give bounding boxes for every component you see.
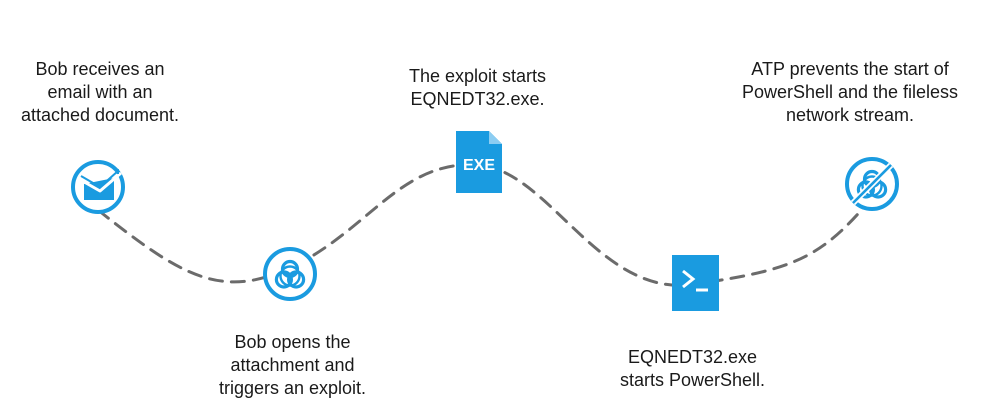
step-ps-label: EQNEDT32.exe starts PowerShell.: [585, 346, 800, 392]
exe-file-icon: EXE: [456, 131, 502, 193]
envelope-icon: [71, 160, 125, 214]
step-exe-line-2: EQNEDT32.exe.: [410, 89, 545, 109]
blocked-biohazard-icon: [845, 157, 899, 211]
exe-file-label: EXE: [463, 157, 495, 174]
step-exe-line-1: The exploit starts: [408, 66, 547, 86]
step-atp-line-3: network stream.: [785, 105, 915, 125]
step-email-line-2: email with an: [47, 82, 153, 102]
step-ps-line-2: starts PowerShell.: [619, 370, 766, 390]
step-open-label: Bob opens the attachment and triggers an…: [185, 331, 400, 400]
step-atp-label: ATP prevents the start of PowerShell and…: [735, 58, 965, 127]
step-exe-label: The exploit starts EQNEDT32.exe.: [385, 65, 570, 111]
terminal-icon: [672, 255, 719, 311]
step-open-line-3: triggers an exploit.: [218, 378, 367, 398]
step-email-line-1: Bob receives an: [35, 59, 165, 79]
biohazard-icon: [263, 247, 317, 301]
step-atp-line-2: PowerShell and the fileless: [741, 82, 959, 102]
step-open-line-1: Bob opens the: [234, 332, 351, 352]
step-atp-line-1: ATP prevents the start of: [751, 59, 949, 79]
step-ps-line-1: EQNEDT32.exe: [627, 347, 758, 367]
step-open-line-2: attachment and: [230, 355, 355, 375]
attack-path: [96, 163, 872, 287]
step-email-label: Bob receives an email with an attached d…: [0, 58, 200, 127]
step-email-line-3: attached document.: [20, 105, 180, 125]
